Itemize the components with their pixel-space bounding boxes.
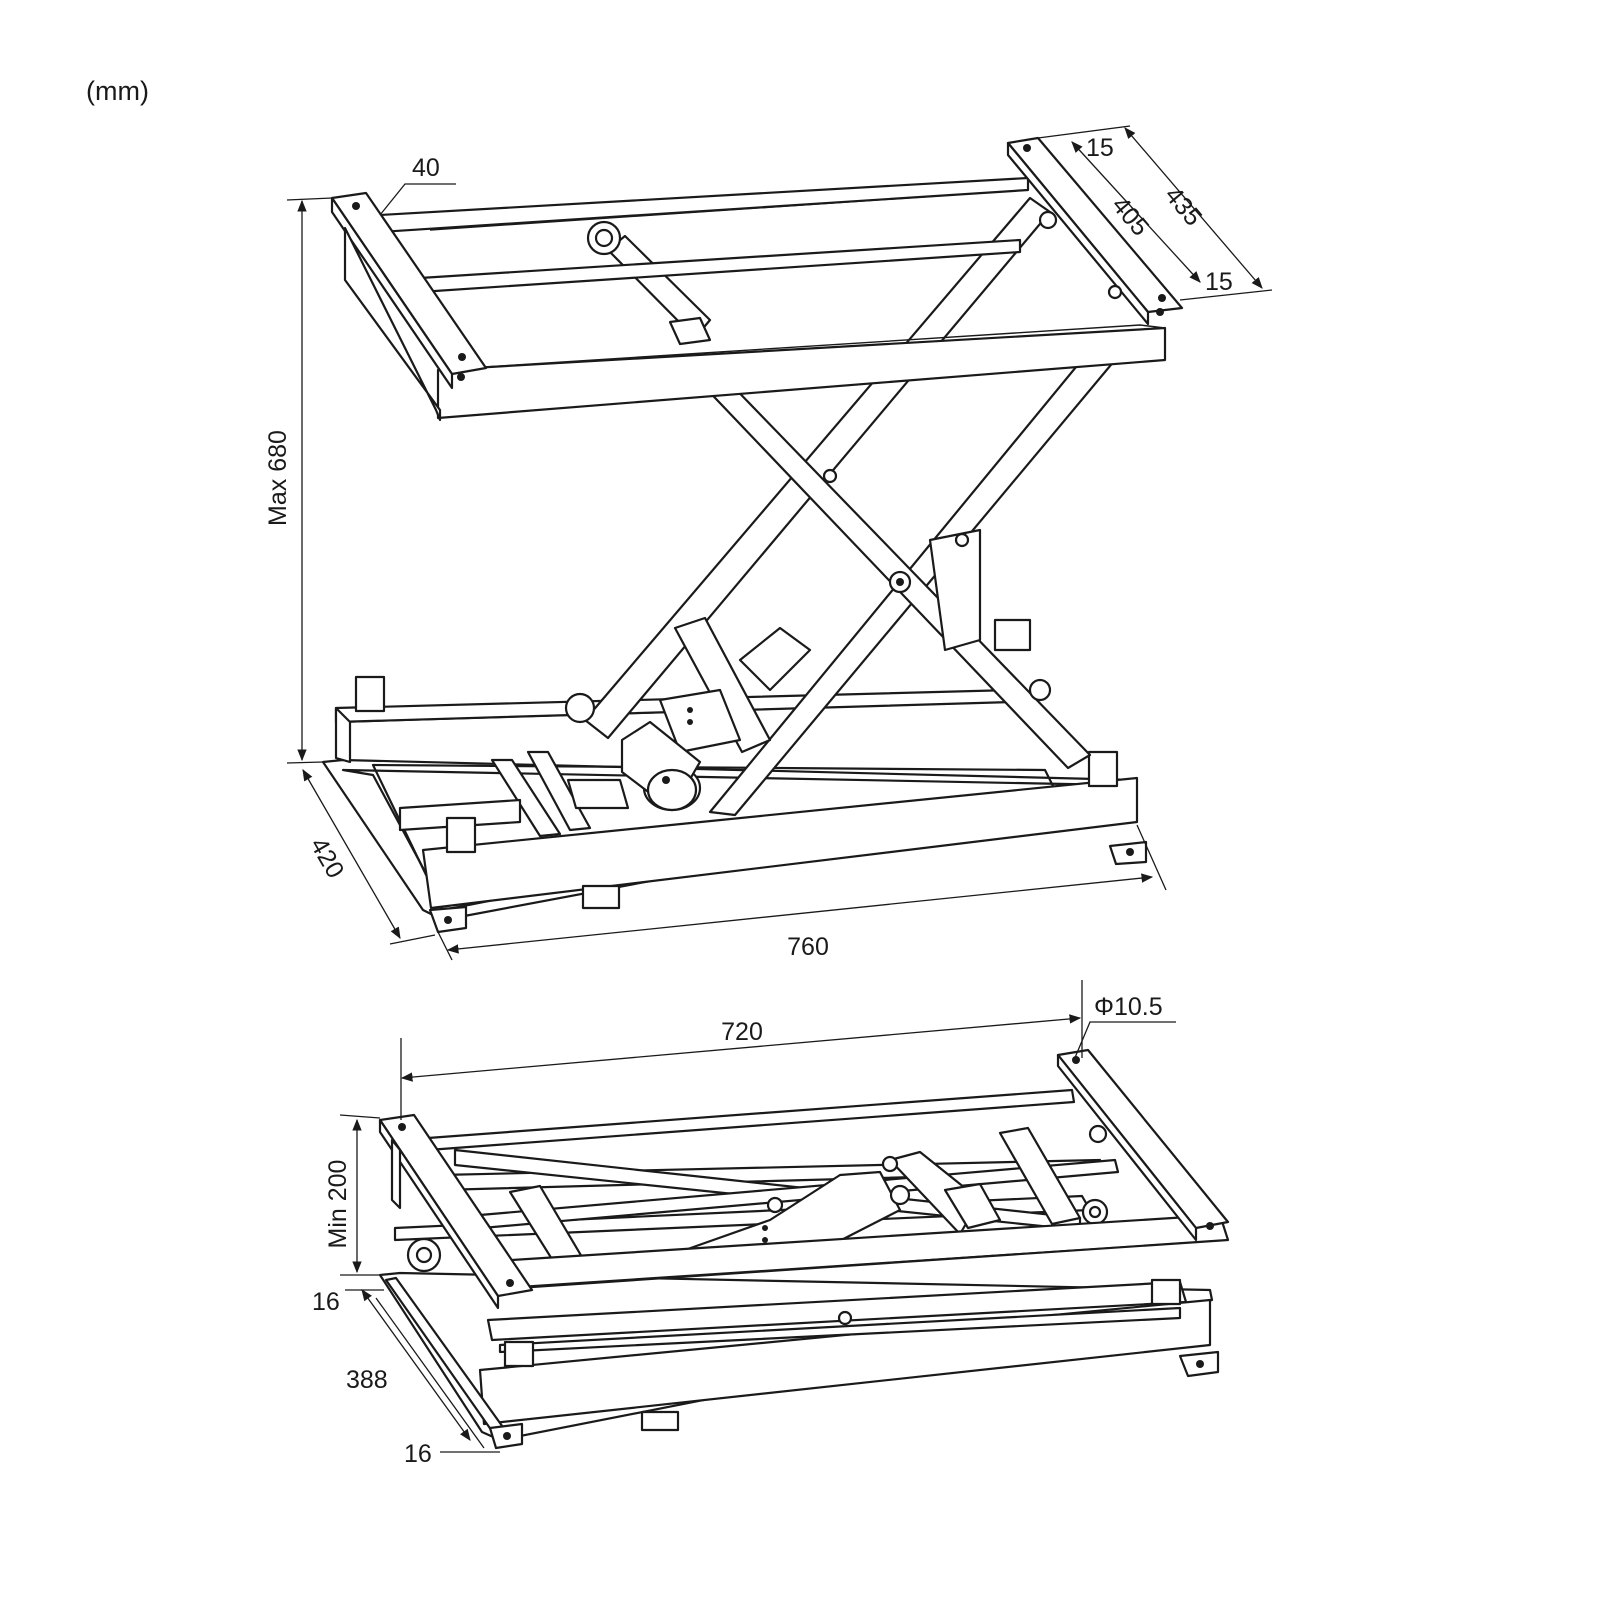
dim-base-depth-lowered: 388	[346, 1366, 388, 1394]
dim-top-edge-b: 15	[1205, 268, 1233, 296]
top-frame	[330, 136, 1184, 422]
dim-top-depth-outer: 435	[1159, 181, 1207, 231]
dim-base-edge-b: 16	[404, 1440, 432, 1468]
scissor-arms	[583, 196, 1117, 817]
dim-hole-span: 720	[721, 1018, 763, 1046]
lowered-lift-view: 720 Φ10.5 Min 200 16 388 16	[312, 980, 1230, 1468]
linear-actuator	[564, 220, 1052, 812]
lowered-dimensions: 720 Φ10.5 Min 200 16 388 16	[312, 980, 1176, 1468]
unit-label: (mm)	[86, 76, 149, 106]
dim-base-edge-a: 16	[312, 1288, 340, 1316]
raised-lift-view: 40 15 435 405 15 Max 680 420 760	[264, 125, 1273, 961]
lowered-scissor	[406, 1124, 1120, 1282]
dim-base-depth: 420	[304, 833, 349, 883]
dim-hole-diameter: Φ10.5	[1094, 993, 1163, 1021]
dim-top-tube: 40	[412, 154, 440, 182]
dim-top-edge-a: 15	[1086, 134, 1114, 162]
dim-base-length: 760	[787, 933, 829, 961]
dim-max-height: Max 680	[264, 430, 292, 526]
dim-min-height: Min 200	[324, 1160, 352, 1249]
